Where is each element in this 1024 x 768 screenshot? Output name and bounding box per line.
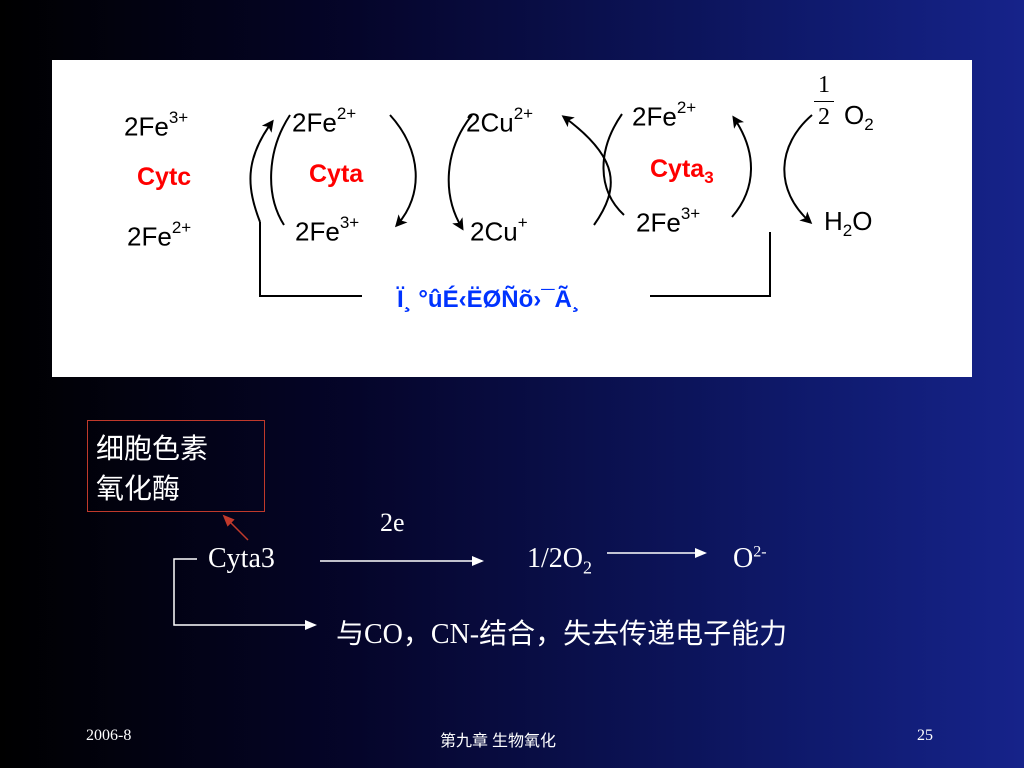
bracket-right [650,232,771,297]
garbled-caption: Ï¸ °ûÉ‹ËØÑõ›¯Ã¸ [397,286,580,313]
footer-chapter: 第九章 生物氧化 [440,733,557,750]
arc-2-right [447,114,473,231]
enzyme-name-box: 细胞色素 氧化酶 [87,420,265,512]
bracket-left [259,222,362,297]
cytc-label: Cytc [137,163,192,191]
cytc-top-ion: 2Fe3+ [124,108,189,142]
cyta-top-ion: 2Fe2+ [292,104,357,138]
inhibition-text: 与CO，CN-结合，失去传递电子能力 [336,619,788,650]
electron-transfer-arrows [249,113,813,297]
cytc-bottom-ion: 2Fe2+ [127,218,192,252]
diagram-panel: 2Fe3+ Cytc 2Fe2+ 2Fe2+ Cyta 2Fe3+ 2Cu2+ … [52,60,972,377]
cyta3-label: Cyta3 [650,155,714,187]
arc-4 [783,114,813,224]
arc-3-right [602,113,625,216]
enzyme-name-line-2: 氧化酶 [96,472,181,505]
cyta3-top-ion: 2Fe2+ [632,98,697,132]
water-label: H2O [824,206,873,241]
box-pointer-arrow [222,514,249,541]
enzyme-name-line-1: 细胞色素 [96,432,209,465]
arc-3b [731,115,752,218]
arc-1-left [249,119,274,223]
oxygen-label: O2 [844,100,874,135]
cyta3-reactant: Cyta3 [208,543,275,574]
footer-page: 25 [917,727,933,744]
arc-2-left [389,114,417,228]
cyta-bottom-ion: 2Fe3+ [295,213,360,247]
half-oxygen: 1/2O2 [527,543,592,578]
oxide-product: O2- [733,543,767,574]
cu-bottom-ion: 2Cu+ [470,213,528,247]
cu-top-ion: 2Cu2+ [466,104,534,138]
cyta-label: Cyta [309,160,364,188]
arc-1-right [270,114,291,226]
electrons-label: 2e [380,508,405,537]
cyta3-bottom-ion: 2Fe3+ [636,204,701,238]
footer-date: 2006-8 [86,727,132,744]
arrow-inhibition [173,558,317,630]
arc-3-left [561,115,612,226]
